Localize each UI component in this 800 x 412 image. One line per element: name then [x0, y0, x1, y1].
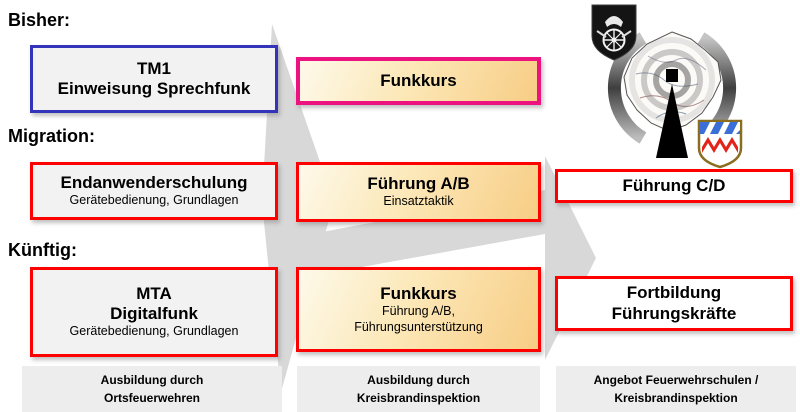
box-endanwenderschulung: Endanwenderschulung Gerätebedienung, Gru…: [30, 162, 278, 220]
box-fuehrung-ab: Führung A/B Einsatztaktik: [296, 162, 541, 222]
box-title: Führung A/B: [367, 174, 470, 194]
box-title: MTA: [136, 284, 172, 304]
box-funkkurs-kuenftig: Funkkurs Führung A/B, Führungsunterstütz…: [296, 267, 541, 352]
box-title: TM1: [137, 58, 171, 78]
box-title: Endanwenderschulung: [60, 173, 248, 193]
box-subtitle: Gerätebedienung, Grundlagen: [69, 193, 239, 208]
box-fortbildung-fuehrungskraefte: Fortbildung Führungskräfte: [555, 276, 793, 331]
footer-line: Kreisbrandinspektion: [614, 391, 738, 405]
box-mta-digitalfunk: MTA Digitalfunk Gerätebedienung, Grundla…: [30, 267, 278, 357]
box-title: Funkkurs: [380, 70, 457, 90]
footer-line: Ortsfeuerwehren: [103, 391, 201, 405]
antenna-icon: [656, 69, 688, 158]
box-title: Funkkurs: [380, 284, 457, 304]
box-title: Führung C/D: [622, 175, 726, 195]
heading-migration: Migration:: [8, 126, 95, 146]
box-fuehrung-cd: Führung C/D: [555, 169, 793, 203]
footer-line: Ausbildung durch: [100, 373, 204, 387]
heading-bisher: Bisher:: [8, 10, 71, 30]
box-title: Digitalfunk: [110, 304, 198, 324]
box-subtitle: Einsatztaktik: [383, 194, 454, 209]
box-subtitle: Gerätebedienung, Grundlagen: [69, 324, 239, 339]
footer-line: Ausbildung durch: [367, 373, 470, 387]
footer-ortsfeuerwehren: Ausbildung durch Ortsfeuerwehren: [22, 366, 282, 412]
box-title: Fortbildung: [626, 283, 722, 303]
box-tm1-einweisung-sprechfunk: TM1 Einweisung Sprechfunk: [30, 45, 278, 113]
box-subtitle: Führung A/B,: [382, 304, 455, 319]
digitalfunk-logo: [591, 4, 743, 169]
footer-line: Angebot Feuerwehrschulen /: [593, 373, 759, 387]
box-title: Einweisung Sprechfunk: [57, 79, 251, 98]
box-subtitle: Führungsunterstützung: [354, 319, 483, 334]
footer-feuerwehrschulen: Angebot Feuerwehrschulen / Kreisbrandins…: [556, 366, 796, 412]
footer-line: Kreisbrandinspektion: [356, 391, 481, 405]
coat-of-arms-icon: [697, 119, 743, 169]
box-funkkurs-bisher: Funkkurs: [296, 57, 541, 105]
footer-kreisbrandinspektion: Ausbildung durch Kreisbrandinspektion: [297, 366, 540, 412]
heading-kuenftig: Künftig:: [8, 240, 77, 260]
box-title: Führungskräfte: [611, 303, 737, 323]
fire-brigade-crest-icon: [591, 4, 637, 61]
